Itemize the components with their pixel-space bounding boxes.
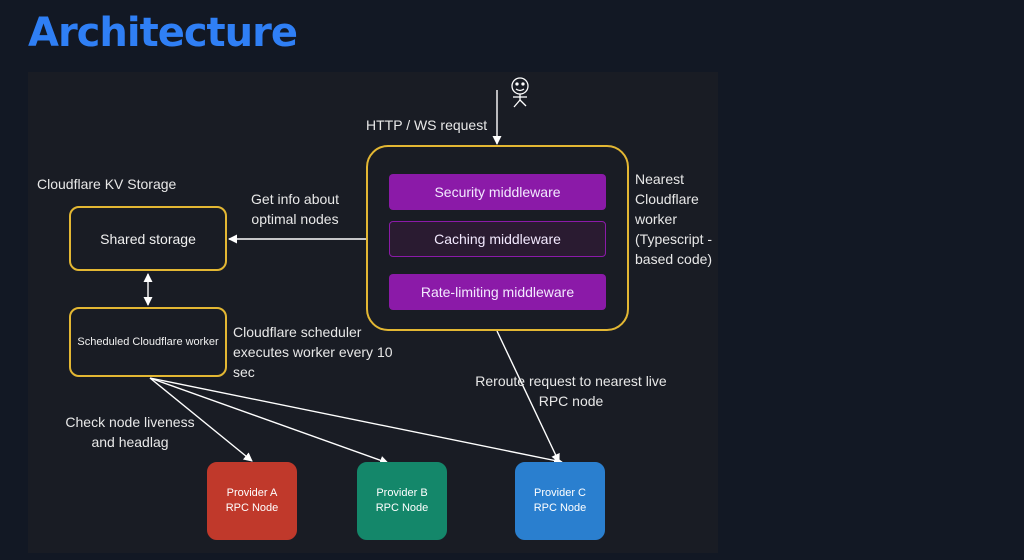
security-middleware: Security middleware: [389, 174, 606, 210]
kv-storage-label: Cloudflare KV Storage: [37, 176, 177, 192]
scheduler-caption-line: executes worker every 10: [233, 344, 393, 360]
shared-storage-label: Shared storage: [100, 230, 196, 247]
request-label: HTTP / WS request: [366, 117, 488, 133]
check-caption-line: and headlag: [91, 434, 169, 450]
scheduler-caption-line: sec: [233, 364, 255, 380]
provider-name: Provider C: [534, 487, 586, 499]
worker-caption-line: Nearest: [635, 171, 685, 187]
scheduled-worker-label: Scheduled Cloudflare worker: [77, 336, 219, 348]
provider-b-node: Provider B RPC Node: [357, 462, 447, 540]
get-info-label: Get info about optimal nodes: [240, 189, 350, 229]
reroute-caption: Reroute request to nearest live RPC node: [462, 371, 680, 411]
check-arrow-c: [149, 377, 563, 465]
stick-figure-user-icon: [511, 77, 529, 108]
worker-caption-line: based code): [635, 251, 713, 267]
provider-c-node: Provider C RPC Node: [515, 462, 605, 540]
worker-caption-line: Cloudflare: [635, 191, 699, 207]
shared-storage-box: Shared storage: [69, 206, 227, 271]
reroute-caption-line: RPC node: [538, 393, 604, 409]
slide-title: Architecture: [28, 10, 298, 56]
worker-caption-line: worker: [635, 211, 678, 227]
check-arrow-a: [149, 377, 253, 462]
worker-caption-line: (Typescript -: [635, 231, 713, 247]
caching-middleware: Caching middleware: [389, 221, 606, 257]
provider-name: Provider A: [226, 487, 278, 499]
check-arrow-b: [149, 377, 389, 465]
provider-name: Provider B: [376, 487, 428, 499]
nearest-worker-box: [366, 145, 629, 331]
check-caption-line: Check node liveness: [65, 414, 195, 430]
scheduler-caption-line: Cloudflare scheduler: [233, 324, 362, 340]
check-caption: Check node liveness and headlag: [55, 412, 205, 452]
provider-sub: RPC Node: [375, 502, 429, 514]
provider-sub: RPC Node: [225, 502, 279, 514]
scheduler-caption: Cloudflare scheduler executes worker eve…: [233, 322, 393, 382]
provider-sub: RPC Node: [533, 502, 587, 514]
rate-limiting-middleware: Rate-limiting middleware: [389, 274, 606, 310]
worker-caption: Nearest Cloudflare worker (Typescript - …: [635, 169, 712, 269]
reroute-caption-line: Reroute request to nearest live: [475, 373, 667, 389]
reroute-arrow: [496, 330, 560, 463]
scheduled-worker-box: Scheduled Cloudflare worker: [69, 307, 227, 377]
provider-a-node: Provider A RPC Node: [207, 462, 297, 540]
get-info-line: Get info about: [251, 191, 339, 207]
get-info-line: optimal nodes: [251, 211, 339, 227]
